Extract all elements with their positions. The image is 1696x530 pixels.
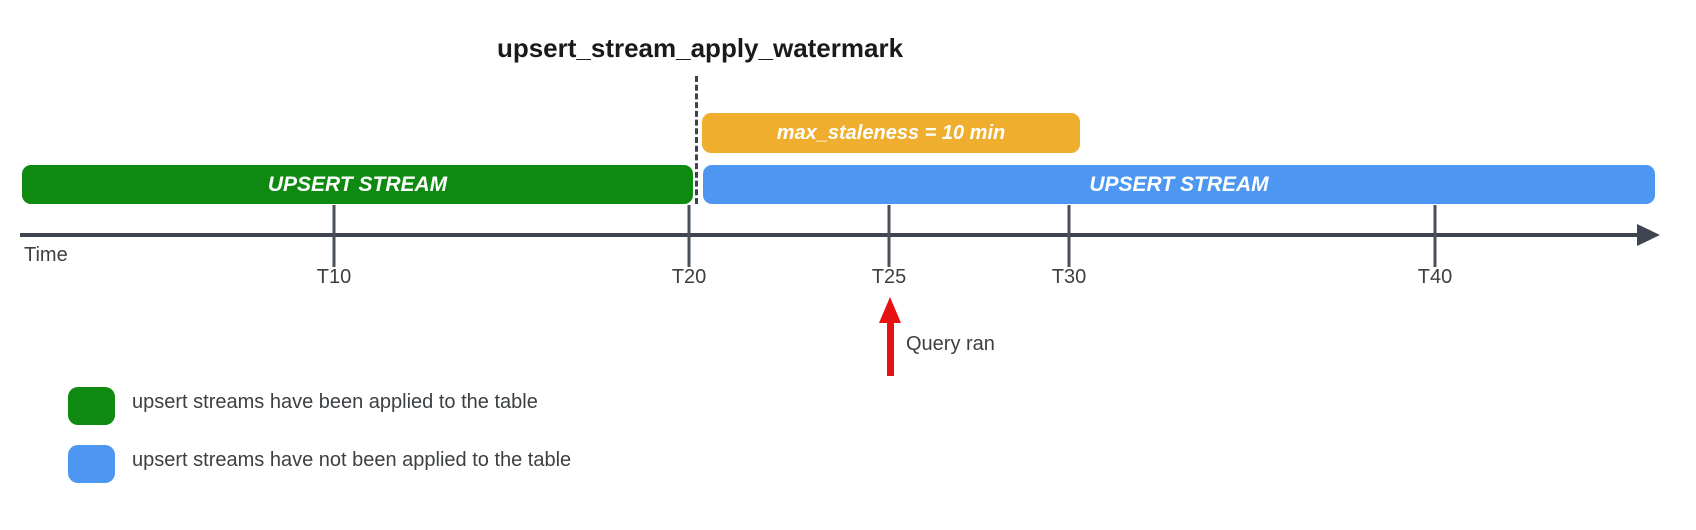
tick-t10 <box>332 205 336 267</box>
tick-label-t25: T25 <box>871 266 907 288</box>
legend-label-applied: upsert streams have been applied to the … <box>132 391 538 413</box>
max-staleness-label: max_staleness = 10 min <box>776 121 1006 144</box>
upsert-stream-applied-bar: UPSERT STREAM <box>22 165 693 204</box>
upsert-stream-not-applied-label: UPSERT STREAM <box>1089 172 1269 196</box>
tick-label-t40: T40 <box>1417 266 1453 288</box>
watermark-dashed-line <box>695 76 698 204</box>
time-axis-arrowhead-icon <box>1637 224 1660 246</box>
legend-swatch-applied <box>68 387 115 425</box>
query-ran-label: Query ran <box>906 333 995 355</box>
legend-swatch-not-applied <box>68 445 115 483</box>
tick-label-t20: T20 <box>671 266 707 288</box>
tick-t25 <box>887 205 891 267</box>
tick-t40 <box>1433 205 1437 267</box>
legend-label-not-applied: upsert streams have not been applied to … <box>132 449 572 471</box>
query-ran-arrow-shaft <box>887 320 894 376</box>
time-axis-label: Time <box>24 244 68 266</box>
diagram-title: upsert_stream_apply_watermark <box>496 33 904 63</box>
upsert-stream-not-applied-bar: UPSERT STREAM <box>703 165 1655 204</box>
query-ran-arrow-icon <box>879 297 901 323</box>
tick-label-t10: T10 <box>316 266 352 288</box>
tick-t30 <box>1067 205 1071 267</box>
max-staleness-bar: max_staleness = 10 min <box>702 113 1080 153</box>
upsert-stream-applied-label: UPSERT STREAM <box>267 172 448 196</box>
tick-label-t30: T30 <box>1051 266 1087 288</box>
tick-t20 <box>687 205 691 267</box>
time-axis-line <box>20 233 1640 237</box>
